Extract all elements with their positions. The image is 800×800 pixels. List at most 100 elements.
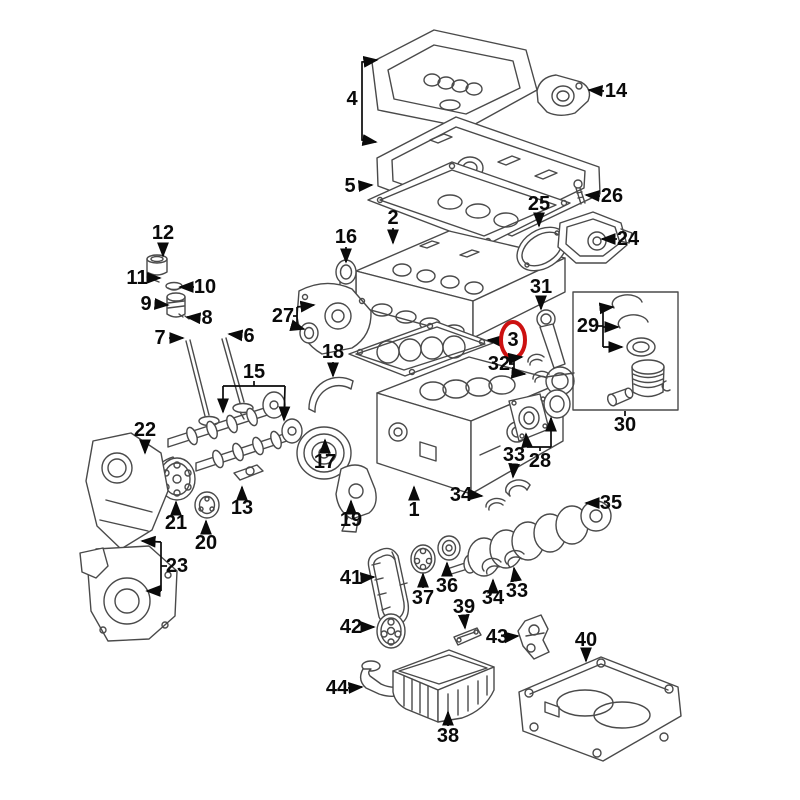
callout-part-15: 15 (217, 361, 291, 422)
callout-part-4: 4 (346, 55, 379, 146)
callout-part-33-lower: 33 (506, 566, 528, 602)
part-number-37: 37 (412, 587, 434, 609)
part-number-3: 3 (507, 329, 518, 351)
callout-part-2: 2 (387, 207, 399, 245)
part-number-41: 41 (340, 567, 362, 589)
callout-part-31: 31 (530, 276, 552, 311)
callout-part-27: 27 (272, 300, 316, 331)
callout-part-33-upper: 33 (503, 444, 525, 479)
main-bearing-upper-drawing (505, 479, 531, 497)
part-number-26: 26 (601, 185, 623, 207)
part-number-20: 20 (195, 532, 217, 554)
camshaft-seal-drawing (335, 259, 357, 285)
callout-part-37: 37 (412, 572, 434, 609)
leader-arrow-44 (347, 682, 364, 694)
part-number-21: 21 (165, 512, 187, 534)
belt-guard-drawing (308, 376, 354, 413)
callout-part-22: 22 (134, 419, 156, 455)
part-number-40: 40 (575, 629, 597, 651)
cylinder-head-drawing (339, 230, 566, 339)
thrust-washer-lower-drawing (481, 557, 502, 575)
leader-arrow-39 (457, 613, 470, 630)
callout-part-43: 43 (486, 626, 520, 648)
callout-part-11: 11 (126, 267, 162, 289)
part-number-5: 5 (344, 175, 355, 197)
callout-part-41: 41 (340, 567, 376, 589)
callout-part-10: 10 (178, 276, 216, 298)
callout-part-26: 26 (584, 185, 623, 207)
part-number-32: 32 (488, 353, 510, 375)
rear-cover-drawing (557, 211, 633, 264)
part-number-19: 19 (340, 509, 362, 531)
engine-cover-drawing (371, 29, 538, 129)
callout-part-9: 9 (140, 293, 170, 315)
part-number-42: 42 (340, 616, 362, 638)
part-number-22: 22 (134, 419, 156, 441)
leader-arrow-5 (357, 180, 374, 192)
part-number-4: 4 (346, 88, 358, 110)
leader-arrow-26 (584, 190, 601, 202)
callout-part-24: 24 (600, 228, 640, 250)
callout-part-13: 13 (231, 485, 253, 519)
roller-drawing (437, 535, 461, 561)
part-number-25: 25 (528, 193, 550, 215)
callout-part-42: 42 (340, 616, 376, 638)
leader-arrow-27 (289, 319, 306, 331)
part-number-17: 17 (314, 451, 336, 473)
callout-part-32: 32 (488, 352, 527, 379)
part-number-24: 24 (617, 228, 640, 250)
callout-part-28: 28 (521, 416, 557, 472)
part-number-28: 28 (529, 450, 551, 472)
callout-part-29: 29 (577, 302, 624, 353)
tensioner-rail-drawing (453, 627, 482, 646)
leader-arrow-9 (153, 298, 170, 310)
leader-arrow-4 (361, 55, 379, 99)
leader-arrow-32 (507, 352, 524, 365)
leader-arrow-27 (296, 300, 316, 313)
part-number-33-lower: 33 (506, 580, 528, 602)
oil-pump-drawing (517, 614, 550, 660)
small-gear-drawing (194, 491, 220, 519)
callout-part-7: 7 (154, 327, 185, 349)
cam-follower-drawing (233, 464, 264, 481)
balance-sprocket-drawing (376, 613, 406, 649)
leader-arrow-33-upper (508, 462, 521, 479)
callout-part-8: 8 (185, 307, 213, 329)
callout-part-36: 36 (436, 561, 458, 597)
callout-part-34-lower: 34 (482, 578, 505, 609)
thrust-washer-upper-drawing (485, 497, 506, 511)
callout-part-21: 21 (165, 500, 187, 534)
leader-arrow-8 (185, 312, 202, 325)
leader-arrow-15 (278, 385, 291, 422)
stud-bolt-drawing (573, 179, 586, 205)
leader-arrow-14 (587, 84, 605, 97)
head-gasket-drawing (348, 321, 494, 377)
leader-arrow-43 (503, 631, 520, 644)
callout-part-20: 20 (195, 519, 217, 554)
callout-part-40: 40 (575, 629, 597, 663)
leader-arrow-23 (140, 535, 162, 548)
callout-part-17: 17 (314, 438, 336, 473)
main-bearing-lower-drawing (504, 549, 525, 568)
part-number-27: 27 (272, 305, 294, 327)
rod-bearing-shells-drawing (527, 353, 550, 383)
oil-pan-drawing (392, 649, 495, 723)
part-number-18: 18 (322, 341, 344, 363)
part-number-7: 7 (154, 327, 165, 349)
part-number-9: 9 (140, 293, 151, 315)
part-number-36: 36 (436, 575, 458, 597)
part-number-1: 1 (408, 499, 419, 521)
callout-part-35: 35 (584, 492, 622, 514)
part-number-8: 8 (201, 307, 212, 329)
leader-arrow-33-lower (510, 566, 522, 583)
callout-part-23: 23 (140, 535, 188, 597)
part-number-12: 12 (152, 222, 174, 244)
callout-part-39: 39 (453, 596, 475, 630)
callout-part-16: 16 (335, 226, 357, 264)
part-number-34-upper: 34 (450, 484, 473, 506)
valve-cover-gasket-drawing (367, 161, 571, 246)
part-number-38: 38 (437, 725, 459, 747)
balance-assembly-drawing (518, 656, 682, 762)
